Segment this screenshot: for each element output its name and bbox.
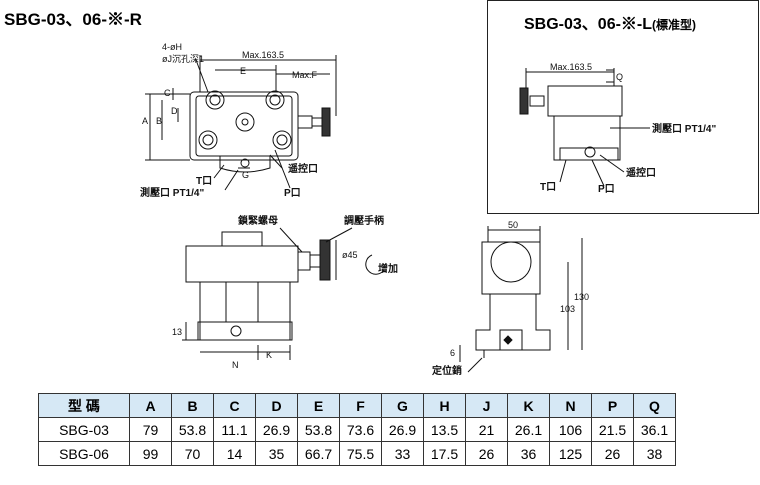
value-cell: 26.1 [507, 417, 550, 442]
title-l-main: SBG-03、06-※-L [524, 16, 653, 33]
dimension-table: 型 碼 A B C D E F G H J K N P Q SBG-03 79 … [38, 393, 676, 466]
title-r-type: SBG-03、06-※-R [4, 10, 142, 29]
value-cell: 17.5 [423, 441, 466, 466]
model-cell: SBG-03 [38, 417, 130, 442]
header-cell: H [423, 393, 466, 418]
inset-p-label: P口 [598, 184, 615, 195]
dim-50-label: 50 [508, 220, 518, 230]
value-cell: 11.1 [213, 417, 256, 442]
value-cell: 13.5 [423, 417, 466, 442]
value-cell: 36.1 [633, 417, 676, 442]
diameter-45-label: ø45 [342, 250, 358, 260]
inset-max-label: Max.163.5 [550, 62, 592, 72]
title-l-suffix: (標准型) [652, 18, 697, 32]
dim-d-label: D [171, 106, 178, 116]
p-port-label: P口 [284, 188, 301, 199]
g-dim-label: G [242, 170, 249, 180]
value-cell: 75.5 [339, 441, 382, 466]
value-cell: 21 [465, 417, 508, 442]
lock-nut-label: 鎖緊螺母 [238, 214, 278, 227]
value-cell: 66.7 [297, 441, 340, 466]
value-cell: 21.5 [591, 417, 634, 442]
header-model: 型 碼 [38, 393, 130, 418]
value-cell: 73.6 [339, 417, 382, 442]
value-cell: 79 [129, 417, 172, 442]
drawings: 4-øH øJ沉孔深1 Max.163.5 E Max.F C D A B T口… [140, 42, 716, 377]
header-cell: B [171, 393, 214, 418]
header-cell: N [549, 393, 592, 418]
value-cell: 106 [549, 417, 592, 442]
dim-a-label: A [142, 116, 148, 126]
t-port-label: T口 [196, 176, 212, 187]
counterbore-label: øJ沉孔深1 [162, 54, 204, 64]
table-header-row: 型 碼 A B C D E F G H J K N P Q [38, 393, 676, 418]
header-cell: F [339, 393, 382, 418]
max-f-label: Max.F [292, 70, 318, 80]
end-view-drawing [459, 226, 583, 373]
max-length-label: Max.163.5 [242, 50, 284, 60]
adjust-handle-label: 調壓手柄 [344, 214, 384, 227]
dim-130-label: 130 [574, 292, 589, 302]
header-cell: K [507, 393, 550, 418]
value-cell: 14 [213, 441, 256, 466]
inset-q-label: Q [616, 72, 623, 82]
dim-n-label: N [232, 360, 239, 370]
remote-port-label: 遥控口 [288, 162, 318, 175]
header-cell: G [381, 393, 424, 418]
dim-6-label: 6 [450, 348, 455, 358]
header-cell: E [297, 393, 340, 418]
dim-k-label: K [266, 350, 272, 360]
dim-e-label: E [240, 66, 246, 76]
dim-103-label: 103 [560, 304, 575, 314]
value-cell: 99 [129, 441, 172, 466]
holes-label: 4-øH [162, 42, 182, 52]
value-cell: 53.8 [297, 417, 340, 442]
dim-13-label: 13 [172, 327, 182, 337]
value-cell: 26 [465, 441, 508, 466]
locating-pin-label: 定位銷 [432, 364, 462, 377]
title-l-type: SBG-03、06-※-L(標准型) [524, 10, 696, 34]
value-cell: 125 [549, 441, 592, 466]
inset-t-label: T口 [540, 182, 556, 193]
inset-drawing [519, 68, 650, 187]
inset-frame [487, 0, 759, 214]
top-view-drawing [145, 55, 337, 191]
header-cell: A [129, 393, 172, 418]
inset-gauge-label: 測壓口 PT1/4" [652, 122, 716, 135]
header-cell: C [213, 393, 256, 418]
header-cell: Q [633, 393, 676, 418]
value-cell: 26.9 [255, 417, 298, 442]
gauge-port-label: 測壓口 PT1/4" [140, 186, 204, 199]
dim-c-label: C [164, 88, 171, 98]
value-cell: 35 [255, 441, 298, 466]
model-cell: SBG-06 [38, 441, 130, 466]
inset-remote-label: 遥控口 [626, 166, 656, 179]
value-cell: 38 [633, 441, 676, 466]
value-cell: 33 [381, 441, 424, 466]
value-cell: 26 [591, 441, 634, 466]
header-cell: D [255, 393, 298, 418]
header-cell: J [465, 393, 508, 418]
dim-b-label: B [156, 116, 162, 126]
increase-label: 增加 [378, 262, 398, 275]
header-cell: P [591, 393, 634, 418]
table-row: SBG-06 99 70 14 35 66.7 75.5 33 17.5 26 … [38, 441, 676, 466]
side-view-drawing [182, 227, 385, 360]
value-cell: 70 [171, 441, 214, 466]
value-cell: 53.8 [171, 417, 214, 442]
value-cell: 36 [507, 441, 550, 466]
value-cell: 26.9 [381, 417, 424, 442]
table-row: SBG-03 79 53.8 11.1 26.9 53.8 73.6 26.9 … [38, 417, 676, 442]
